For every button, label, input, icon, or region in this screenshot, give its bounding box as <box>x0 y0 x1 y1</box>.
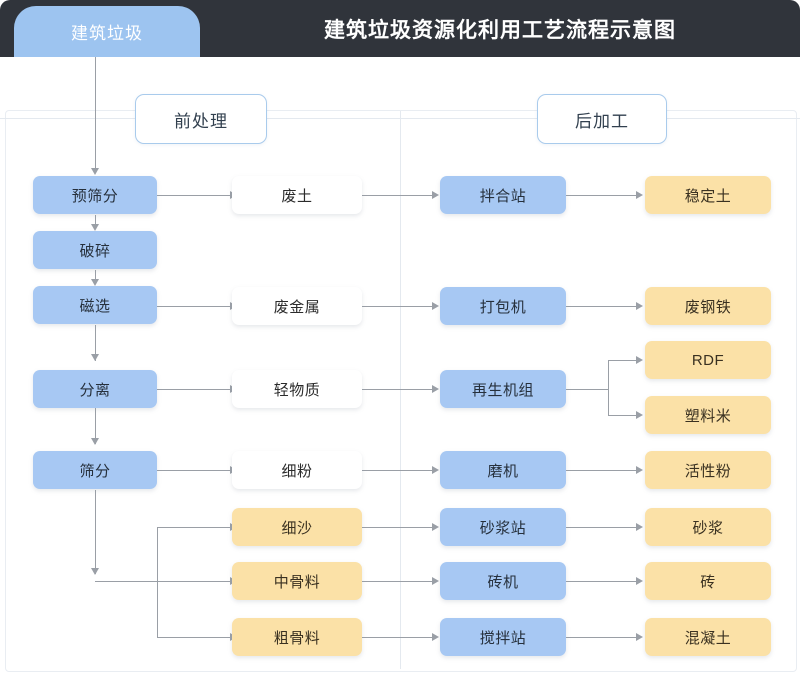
node-regeneration-unit[interactable]: 再生机组 <box>440 370 566 408</box>
node-mill[interactable]: 磨机 <box>440 451 566 489</box>
arrow-mill-to-active-powder <box>636 466 643 474</box>
node-brick-machine[interactable]: 砖机 <box>440 562 566 600</box>
node-separation[interactable]: 分离 <box>33 370 157 408</box>
node-stabilized-soil[interactable]: 稳定土 <box>645 176 771 214</box>
connector-branch-to-coarse-agg <box>157 637 232 638</box>
node-magnetic-separation[interactable]: 磁选 <box>33 286 157 324</box>
connector-screen-to-fine-powder <box>157 470 232 471</box>
connector-presort-to-waste-soil <box>157 195 232 196</box>
node-screening[interactable]: 筛分 <box>33 451 157 489</box>
connector-baler-to-scrap-steel <box>566 306 638 307</box>
node-mixing-station[interactable]: 拌合站 <box>440 176 566 214</box>
arrow-waste-soil-to-mixing <box>432 191 439 199</box>
node-crush[interactable]: 破碎 <box>33 231 157 269</box>
node-baler[interactable]: 打包机 <box>440 287 566 325</box>
connector-aggregate-branch-trunk <box>157 527 158 638</box>
connector-mid-agg-to-brick-machine <box>362 581 434 582</box>
section-label-pre-processing: 前处理 <box>135 94 267 144</box>
node-brick[interactable]: 砖 <box>645 562 771 600</box>
arrow-regen-to-plastic-pellet <box>636 411 643 419</box>
connector-screen-down-trunk <box>95 490 96 574</box>
arrow-presort-to-crush <box>91 224 99 231</box>
connector-mill-to-active-powder <box>566 470 638 471</box>
connector-magnetic-to-waste-metal <box>157 306 232 307</box>
node-rdf[interactable]: RDF <box>645 341 771 379</box>
connector-trunk-to-mid-agg <box>95 581 232 582</box>
connector-coarse-agg-to-concrete-station <box>362 637 434 638</box>
connector-concrete-station-to-concrete <box>566 637 638 638</box>
node-plastic-pellet[interactable]: 塑料米 <box>645 396 771 434</box>
connector-tab-to-presort <box>95 57 96 169</box>
node-concrete[interactable]: 混凝土 <box>645 618 771 656</box>
connector-regen-to-rdf <box>608 360 638 361</box>
connector-regen-to-plastic-pellet <box>608 415 638 416</box>
node-waste-soil[interactable]: 废土 <box>232 176 362 214</box>
arrow-fine-sand-to-mortar-station <box>432 523 439 531</box>
arrow-separate-to-screen <box>91 438 99 445</box>
arrow-regen-to-rdf <box>636 356 643 364</box>
connector-waste-soil-to-mixing <box>362 195 434 196</box>
node-mortar[interactable]: 砂浆 <box>645 508 771 546</box>
node-scrap-steel[interactable]: 废钢铁 <box>645 287 771 325</box>
arrow-brick-machine-to-brick <box>636 577 643 585</box>
connector-separate-to-light-mat <box>157 389 232 390</box>
connector-mixing-to-stabilized-soil <box>566 195 638 196</box>
page-title: 建筑垃圾资源化利用工艺流程示意图 <box>324 18 676 42</box>
arrow-concrete-station-to-concrete <box>636 633 643 641</box>
header-tab-construction-waste[interactable]: 建筑垃圾 <box>14 6 200 57</box>
section-divider-vertical <box>400 111 401 669</box>
connector-mortar-station-to-mortar <box>566 527 638 528</box>
node-presort[interactable]: 预筛分 <box>33 176 157 214</box>
connector-separate-to-screen <box>95 400 96 444</box>
arrow-mixing-to-stabilized-soil <box>636 191 643 199</box>
node-mid-aggregate[interactable]: 中骨料 <box>232 562 362 600</box>
arrow-magnetic-to-separate <box>91 354 99 361</box>
node-waste-metal[interactable]: 废金属 <box>232 287 362 325</box>
node-active-powder[interactable]: 活性粉 <box>645 451 771 489</box>
arrow-screen-down-trunk <box>91 568 99 575</box>
arrow-coarse-agg-to-concrete-station <box>432 633 439 641</box>
arrow-mid-agg-to-brick-machine <box>432 577 439 585</box>
node-coarse-aggregate[interactable]: 粗骨料 <box>232 618 362 656</box>
connector-light-mat-to-regen <box>362 389 434 390</box>
arrow-tab-to-presort <box>91 168 99 175</box>
connector-waste-metal-to-baler <box>362 306 434 307</box>
connector-regen-fork-stem <box>566 389 609 390</box>
node-fine-sand[interactable]: 细沙 <box>232 508 362 546</box>
connector-branch-to-fine-sand <box>157 527 232 528</box>
arrow-waste-metal-to-baler <box>432 302 439 310</box>
connector-fine-sand-to-mortar-station <box>362 527 434 528</box>
connector-magnetic-to-separate <box>95 325 96 361</box>
arrow-baler-to-scrap-steel <box>636 302 643 310</box>
connector-brick-machine-to-brick <box>566 581 638 582</box>
arrow-fine-powder-to-mill <box>432 466 439 474</box>
node-mortar-station[interactable]: 砂浆站 <box>440 508 566 546</box>
connector-fine-powder-to-mill <box>362 470 434 471</box>
node-concrete-station[interactable]: 搅拌站 <box>440 618 566 656</box>
node-fine-powder[interactable]: 细粉 <box>232 451 362 489</box>
section-label-post-processing: 后加工 <box>537 94 667 144</box>
connector-presort-to-crush <box>95 215 96 226</box>
connector-crush-to-magnetic <box>95 270 96 281</box>
arrow-mortar-station-to-mortar <box>636 523 643 531</box>
connector-regen-fork-vertical <box>608 360 609 416</box>
arrow-crush-to-magnetic <box>91 279 99 286</box>
node-light-material[interactable]: 轻物质 <box>232 370 362 408</box>
arrow-light-mat-to-regen <box>432 385 439 393</box>
